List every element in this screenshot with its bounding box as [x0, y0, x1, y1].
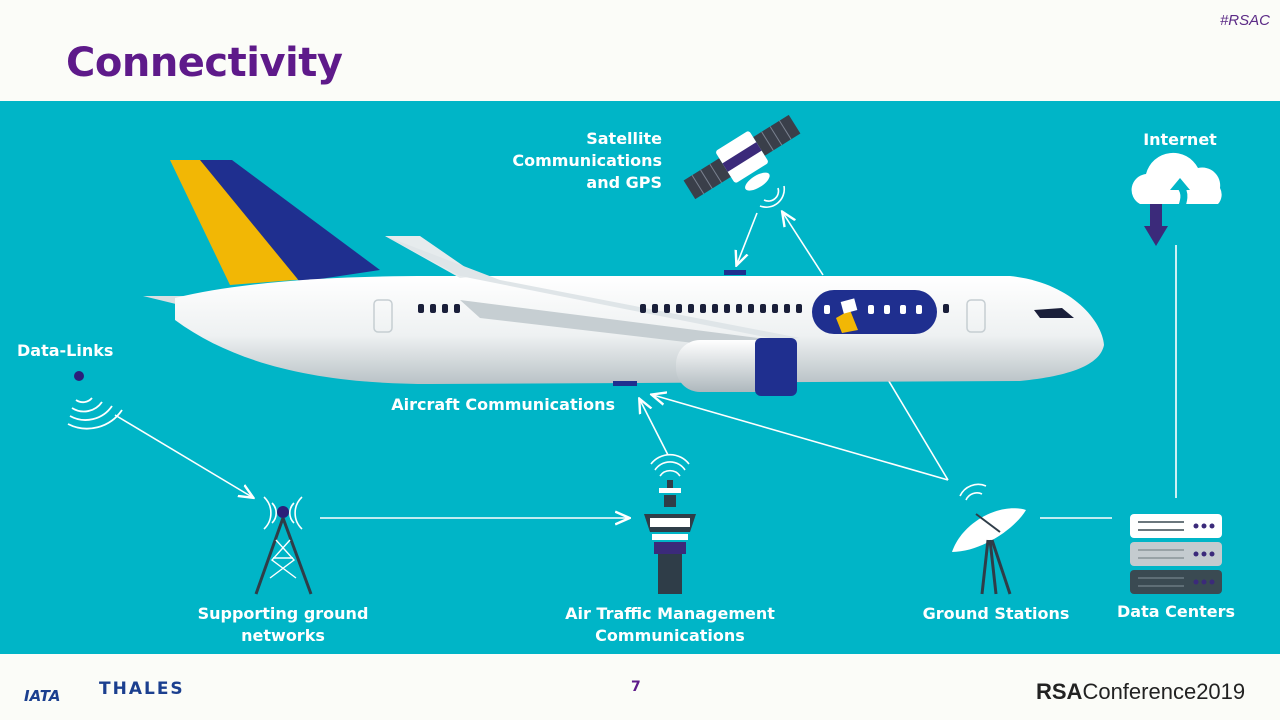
thales-logo: THALES — [99, 679, 185, 699]
hashtag: #RSAC — [1219, 12, 1270, 29]
data-links-label: Data-Links — [17, 341, 114, 360]
conference-year: Conference2019 — [1082, 679, 1246, 704]
airplane-icon — [143, 160, 1104, 396]
atm-label: Air Traffic Management Communications — [565, 604, 775, 645]
connector-lines — [114, 213, 1177, 518]
radio-tower-icon — [254, 496, 313, 595]
satellite-dish-icon — [952, 483, 1026, 595]
iata-logo: IATA — [24, 687, 61, 705]
ground-networks-label: Supporting ground networks — [197, 604, 369, 645]
satellite-label: Satellite Communications and GPS — [512, 129, 662, 192]
footer — [0, 654, 1280, 720]
server-rack-icon — [1130, 514, 1222, 594]
rsa-brand: RSA — [1036, 679, 1083, 704]
rsa-conference-logo: RSAConference2019 — [1036, 679, 1245, 705]
control-tower-icon — [644, 453, 696, 594]
data-centers-label: Data Centers — [1117, 602, 1235, 621]
page-title: Connectivity — [66, 40, 343, 86]
page-number: 7 — [631, 679, 641, 695]
cloud-icon — [1131, 152, 1222, 246]
satellite-signal-icon — [759, 185, 786, 208]
ground-stations-label: Ground Stations — [922, 604, 1070, 623]
aircraft-communications-label: Aircraft Communications — [391, 395, 615, 414]
satellite-icon — [683, 114, 801, 200]
internet-label: Internet — [1143, 130, 1217, 149]
data-link-signal-icon — [67, 371, 123, 430]
